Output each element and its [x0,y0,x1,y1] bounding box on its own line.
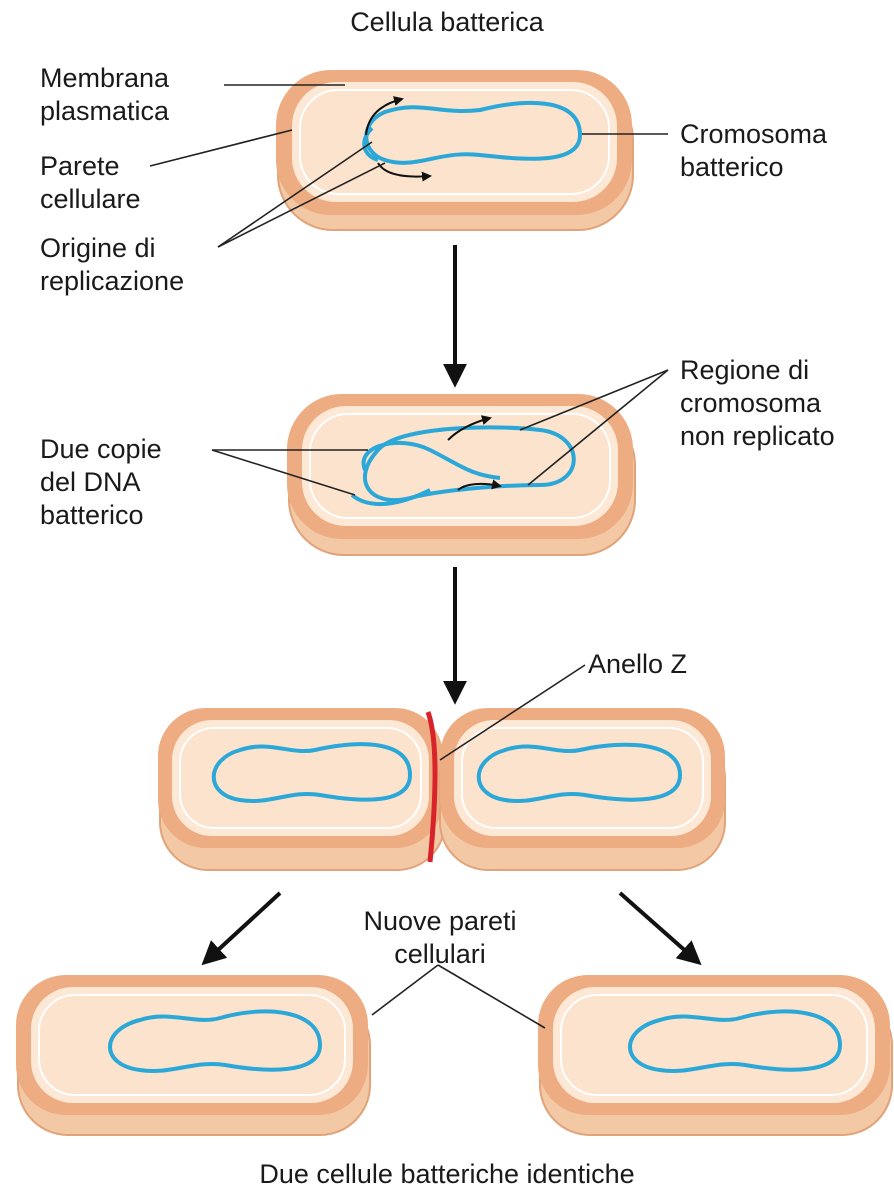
process-arrow-right [620,893,698,962]
label-anello-z: Anello Z [588,648,687,681]
label-nuove-pareti: Nuove pareti cellulari [310,905,570,971]
label-regione-non-replicato: Regione di cromosoma non replicato [680,354,835,453]
cell-stage-3 [158,708,725,870]
label-cromosoma-batterico: Cromosoma batterico [680,118,827,184]
daughter-cell-right [538,975,892,1135]
diagram-title: Cellula batterica [250,6,644,39]
label-origine-replicazione: Origine di replicazione [40,232,184,298]
daughter-cell-left [16,975,370,1135]
cell-stage-2 [287,394,635,555]
diagram-caption: Due cellule batteriche identiche [150,1158,744,1191]
cell-stage-1 [276,70,633,230]
process-arrow-left [205,893,280,962]
label-parete-cellulare: Parete cellulare [40,150,141,216]
label-due-copie-dna: Due copie del DNA batterico [40,433,162,532]
label-membrana-plasmatica: Membrana plasmatica [40,62,169,128]
